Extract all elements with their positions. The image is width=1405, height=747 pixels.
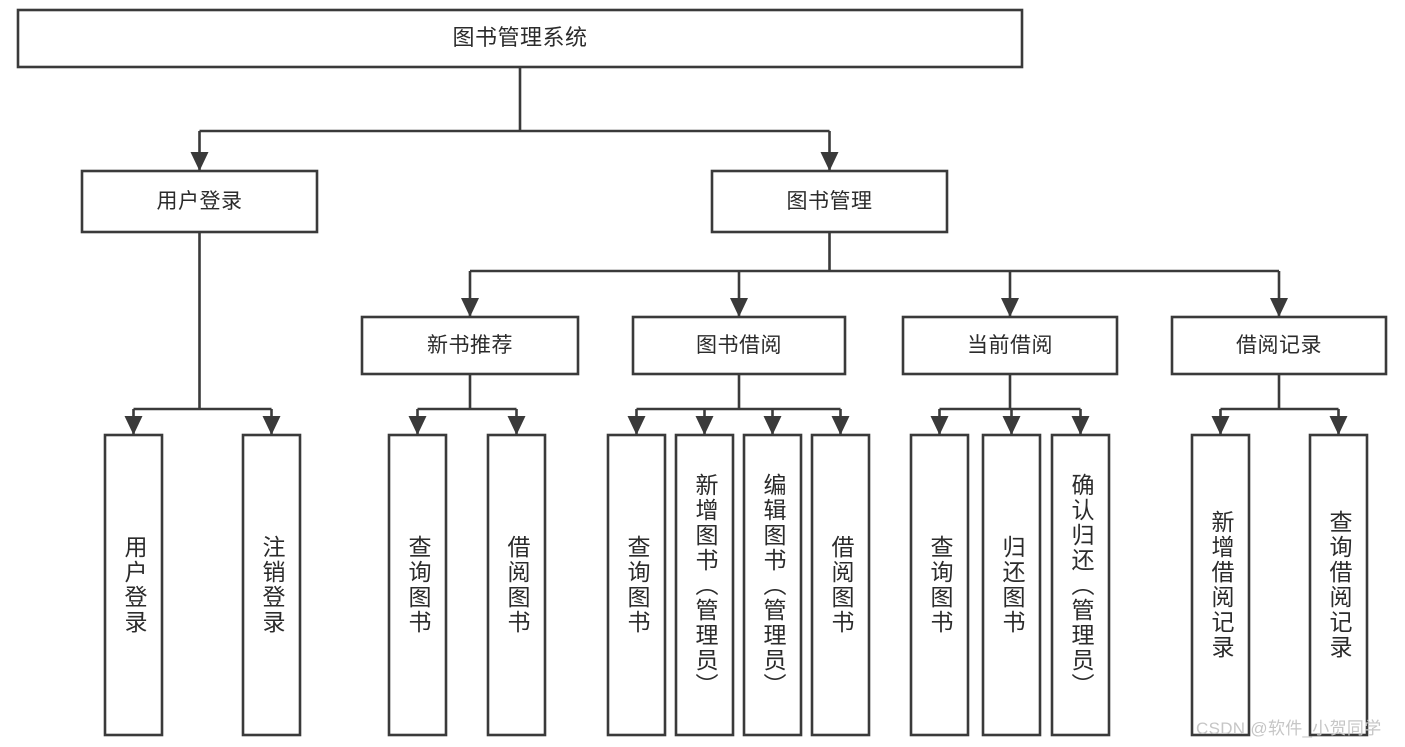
connector-layer [124,67,1348,435]
node-box-leaf-query-borrow-record[interactable] [1308,433,1369,737]
arrow-head-icon-leaf-query-book-current [930,416,949,435]
arrow-head-icon-borrow-record [1270,298,1288,317]
arrow-head-icon-leaf-user-login [124,416,143,435]
node-box-leaf-borrow-book[interactable] [810,433,871,737]
arrow-head-icon-leaf-logout-login [262,416,281,435]
node-box-leaf-add-book-admin[interactable] [674,433,735,737]
node-box-leaf-query-book-recommend[interactable] [387,433,448,737]
node-box-leaf-query-book-borrow[interactable] [606,433,667,737]
node-box-new-book-recommend[interactable] [360,315,580,376]
arrow-head-icon-leaf-confirm-return-admin [1071,416,1090,435]
arrow-head-icon-leaf-query-borrow-record [1329,416,1348,435]
csdn-watermark: CSDN @软件_小贺同学 [1196,719,1382,738]
node-box-leaf-return-book[interactable] [981,433,1042,737]
arrow-head-icon-current-borrow [1001,298,1019,317]
node-box-leaf-confirm-return-admin[interactable] [1050,433,1111,737]
node-box-book-borrow[interactable] [631,315,847,376]
node-box-book-management[interactable] [710,169,949,234]
node-box-leaf-logout-login[interactable] [241,433,302,737]
arrow-head-icon-leaf-add-book-admin [695,416,714,435]
arrow-head-icon-leaf-edit-book-admin [763,416,782,435]
node-box-borrow-record[interactable] [1170,315,1388,376]
arrow-head-icon-leaf-query-book-borrow [627,416,646,435]
arrow-head-icon-book-borrow [730,298,748,317]
arrow-head-icon-leaf-query-book-recommend [408,416,427,435]
node-box-leaf-borrow-book-recommend[interactable] [486,433,547,737]
node-box-leaf-add-borrow-record[interactable] [1190,433,1251,737]
node-box-leaf-query-book-current[interactable] [909,433,970,737]
node-box-user-login[interactable] [80,169,319,234]
arrow-head-icon-leaf-return-book [1002,416,1021,435]
node-box-leaf-user-login[interactable] [103,433,164,737]
arrow-head-icon-user-login [190,152,209,171]
arrow-head-icon-book-management [820,152,839,171]
node-box-layer [16,8,1388,737]
node-box-root[interactable] [16,8,1024,69]
arrow-head-icon-leaf-add-borrow-record [1211,416,1230,435]
node-box-leaf-edit-book-admin[interactable] [742,433,803,737]
node-box-current-borrow[interactable] [901,315,1119,376]
arrow-head-icon-leaf-borrow-book [831,416,850,435]
arrow-head-icon-leaf-borrow-book-recommend [507,416,526,435]
arrow-head-icon-new-book-recommend [461,298,479,317]
